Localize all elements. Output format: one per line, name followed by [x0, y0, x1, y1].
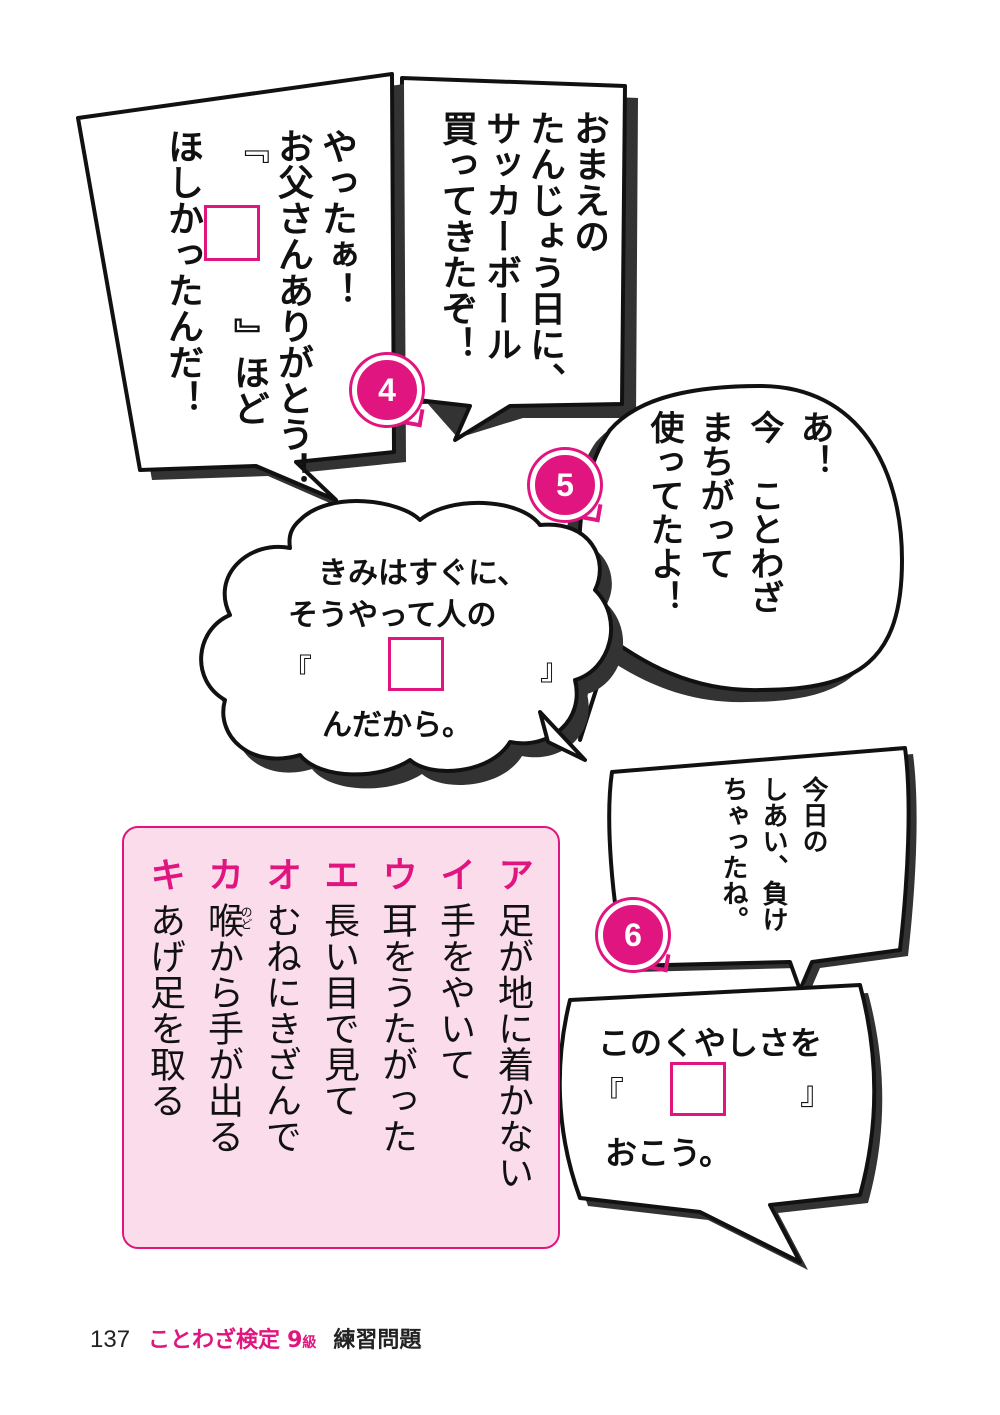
father-line-4: 買ってきたぞ！ — [436, 110, 477, 362]
choice-o-text: むねにきざんで — [260, 902, 301, 1154]
choice-ka-ruby: のど — [239, 906, 253, 930]
child-line-3-close: 』ほど — [228, 318, 269, 426]
father-speech-bubble — [398, 76, 638, 442]
choice-u-text: 耳をうたがった — [376, 902, 417, 1154]
q5-speech-bubble — [565, 384, 904, 752]
choice-u-key: ウ — [376, 856, 417, 892]
cloud-line-2: そうやって人の — [288, 598, 497, 633]
q6-bottom-speech-bubble — [557, 983, 883, 1270]
choice-i-text: 手をやいて — [434, 902, 475, 1082]
q6-close-bracket: 』 — [800, 1074, 833, 1112]
child-line-1: やったぁ！ — [316, 128, 357, 308]
choice-i-key: イ — [434, 856, 475, 892]
grade-unit: 級 — [302, 1335, 317, 1351]
father-line-1: おまえの — [568, 110, 609, 254]
cloud-line-1: きみはすぐに、 — [318, 556, 528, 591]
q6-bottom-line-3: おこう。 — [605, 1134, 732, 1172]
cloud-close-bracket: 』 — [540, 653, 570, 688]
question-5-badge: 5 — [530, 450, 600, 520]
page-number: 137 — [90, 1326, 131, 1353]
choice-ka-key: カ — [202, 856, 243, 892]
child-line-4: ほしかったんだ！ — [162, 128, 203, 416]
choice-e-key: エ — [318, 856, 359, 892]
choice-o-key: オ — [260, 856, 301, 892]
q6-bottom-line-1: このくやしさを — [598, 1024, 823, 1062]
q5-line-3: まちがって — [694, 410, 734, 580]
choice-o[interactable]: オむねにきざんで — [254, 856, 306, 1154]
choice-u[interactable]: ウ耳をうたがった — [370, 856, 422, 1154]
choice-a[interactable]: ア足が地に着かない — [486, 856, 538, 1190]
page-footer: 137 ことわざ検定 9級 練習問題 — [90, 1322, 421, 1354]
q5-line-2: 今 ことわざ — [744, 410, 784, 614]
q4-answer-box[interactable] — [204, 205, 260, 261]
question-4-badge: 4 — [352, 355, 422, 425]
choice-e-text: 長い目で見て — [318, 902, 359, 1118]
choice-ki-text: あげ足を取る — [144, 902, 185, 1118]
choice-ki[interactable]: キあげ足を取る — [138, 856, 190, 1118]
choice-e[interactable]: エ長い目で見て — [312, 856, 364, 1118]
choice-i[interactable]: イ手をやいて — [428, 856, 480, 1082]
q5-line-4: 使ってたよ！ — [644, 410, 684, 614]
choice-ka[interactable]: カ喉から手が出る — [196, 856, 248, 1154]
q6-open-bracket: 『 — [592, 1074, 625, 1112]
father-line-3: サッカーボール — [480, 110, 521, 362]
section-title: 練習問題 — [333, 1328, 422, 1353]
q5-line-1: あ！ — [794, 410, 834, 478]
q6-top-line-2: しあい、負け — [758, 776, 788, 932]
cloud-open-bracket: 『 — [282, 653, 312, 688]
cloud-line-4: んだから。 — [322, 708, 472, 743]
book-title: ことわざ検定 — [148, 1328, 281, 1353]
q6-answer-box[interactable] — [670, 1062, 726, 1116]
answer-choices-panel: ア足が地に着かない イ手をやいて ウ耳をうたがった エ長い目で見て オむねにきざ… — [122, 826, 560, 1249]
question-6-badge: 6 — [598, 900, 668, 970]
choice-a-key: ア — [492, 856, 533, 892]
choice-ka-text: 喉から手が出る — [202, 902, 243, 1154]
father-line-2: たんじょう日に、 — [524, 110, 565, 398]
child-line-2: お父さんありがとう！ — [272, 128, 313, 488]
cloud-answer-box[interactable] — [388, 637, 444, 691]
child-speech-bubble — [76, 72, 406, 511]
grade-number: 9 — [287, 1328, 303, 1353]
q6-top-speech-bubble — [607, 746, 917, 996]
choice-ki-key: キ — [144, 856, 185, 892]
q6-top-line-1: 今日の — [798, 776, 828, 854]
choice-a-text: 足が地に着かない — [492, 902, 533, 1190]
child-line-3-open: 『 — [228, 128, 269, 164]
q6-top-line-3: ちゃったね。 — [718, 776, 748, 932]
